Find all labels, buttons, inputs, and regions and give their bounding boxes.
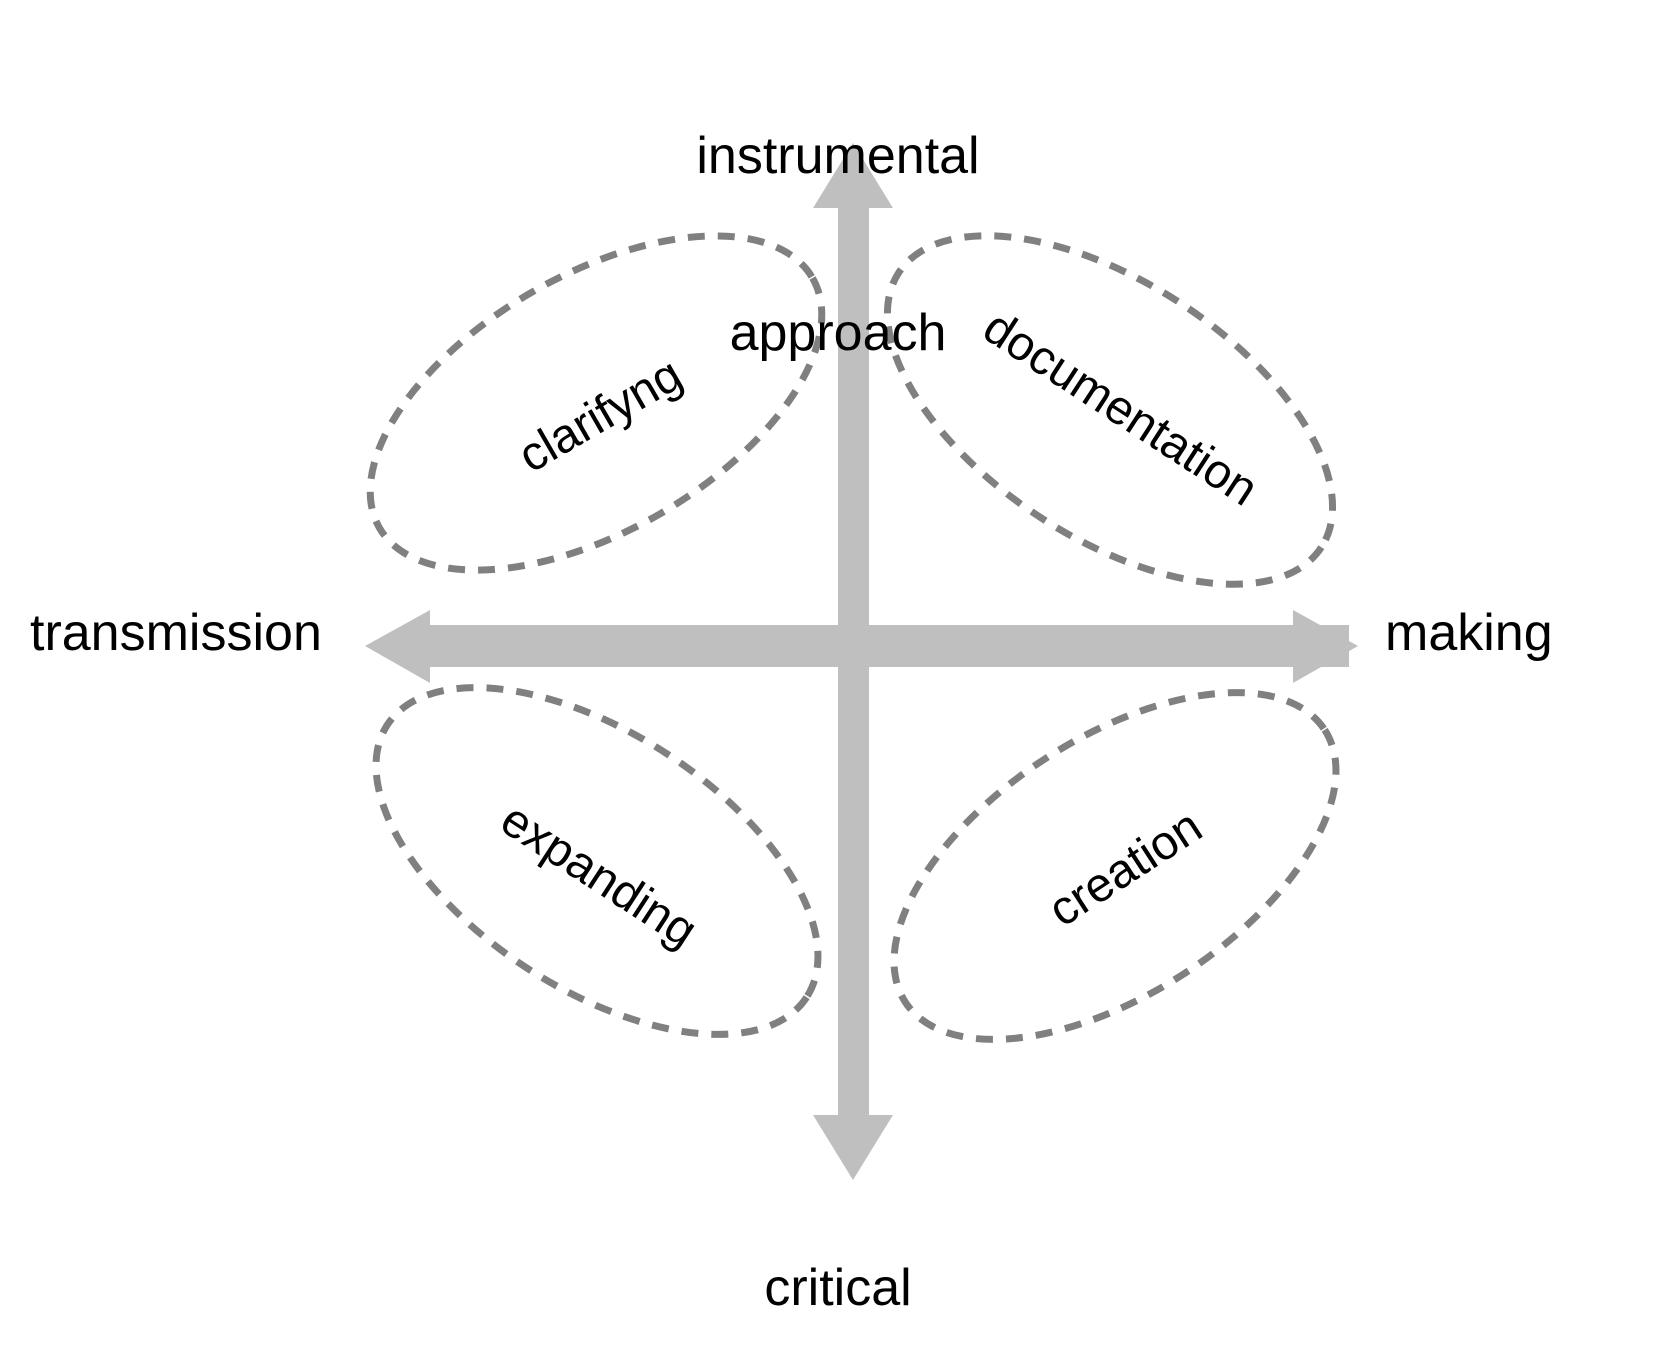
axis-label-top-line1: instrumental <box>696 126 980 185</box>
axis-label-left: transmission <box>30 604 322 662</box>
axis-label-bottom-line1: critical <box>764 1258 912 1317</box>
axis-label-top-line2: approach <box>729 304 947 363</box>
arrow-head-left-icon <box>365 610 430 683</box>
arrow-head-right-icon <box>1293 610 1358 683</box>
axis-label-top: instrumental approach <box>0 8 1676 482</box>
axis-label-bottom: critical approach <box>0 1140 1676 1361</box>
ellipse-creation <box>890 689 1340 1043</box>
arrow-head-up-icon <box>813 143 893 208</box>
ellipse-documentation <box>883 232 1337 588</box>
axis-label-right: making <box>1385 604 1553 662</box>
ellipse-clarifyng <box>366 232 826 574</box>
horizontal-axis-shaft <box>424 625 1349 667</box>
horizontal-axis-arrow <box>365 610 1358 683</box>
arrow-head-down-icon <box>813 1115 893 1180</box>
